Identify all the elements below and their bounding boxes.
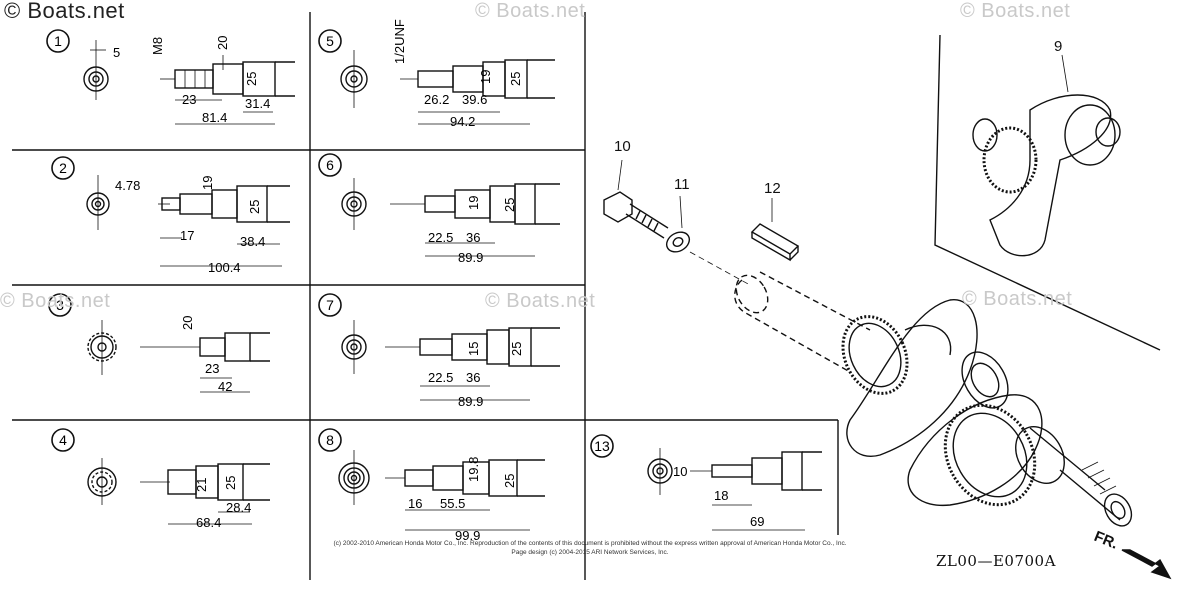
panel-number-13: 13 bbox=[594, 438, 610, 454]
panel-2-drawing bbox=[86, 175, 290, 267]
callout-10: 10 bbox=[614, 138, 631, 155]
dimension-label: 19 bbox=[466, 196, 481, 210]
dimension-label: 22.5 bbox=[428, 370, 453, 385]
dimension-label: 99.9 bbox=[455, 528, 480, 543]
dimension-label: 25 bbox=[244, 72, 259, 86]
dimension-label: 18 bbox=[714, 488, 728, 503]
panel-7-drawing bbox=[341, 320, 560, 401]
dimension-label: 68.4 bbox=[196, 515, 221, 530]
dimension-label: 81.4 bbox=[202, 110, 227, 125]
dimension-label: 28.4 bbox=[226, 500, 251, 515]
panel-8-drawing bbox=[338, 450, 545, 531]
watermark-faint: © Boats.net bbox=[0, 290, 111, 312]
panel-number-2: 2 bbox=[59, 160, 67, 176]
dimension-label: 69 bbox=[750, 514, 764, 529]
panel-13-drawing bbox=[647, 448, 822, 531]
dimension-label: 22.5 bbox=[428, 230, 453, 245]
crankshaft-part bbox=[734, 271, 1133, 527]
panel-number-3: 3 bbox=[56, 297, 64, 313]
panel-number-8: 8 bbox=[326, 432, 334, 448]
dimension-label: 25 bbox=[508, 72, 523, 86]
dimension-label: 19 bbox=[478, 70, 493, 84]
panel-number-5: 5 bbox=[326, 33, 334, 49]
dimension-label: 38.4 bbox=[240, 234, 265, 249]
panel-5-drawing bbox=[340, 50, 555, 125]
copyright-line-2: Page design (c) 2004-2015 ARI Network Se… bbox=[511, 549, 669, 556]
dimension-label: 21 bbox=[194, 478, 209, 492]
dimension-label: 25 bbox=[502, 198, 517, 212]
dimension-label: 5 bbox=[113, 45, 120, 60]
callout-9: 9 bbox=[1054, 38, 1063, 55]
dimension-label: 31.4 bbox=[245, 96, 270, 111]
panel-number-7: 7 bbox=[326, 297, 334, 313]
panel-number-6: 6 bbox=[326, 157, 334, 173]
panel-3-drawing bbox=[87, 320, 270, 393]
dimension-label: 25 bbox=[247, 200, 262, 214]
dimension-label: 26.2 bbox=[424, 92, 449, 107]
dimension-label: 89.9 bbox=[458, 250, 483, 265]
dimension-label: 94.2 bbox=[450, 114, 475, 129]
dimension-label: 1/2UNF bbox=[392, 19, 407, 64]
dimension-label: 55.5 bbox=[440, 496, 465, 511]
watermark-faint: © Boats.net bbox=[962, 288, 1073, 310]
dimension-label: 20 bbox=[215, 36, 230, 50]
dimension-label: 36 bbox=[466, 230, 480, 245]
dimension-label: 25 bbox=[502, 474, 517, 488]
dimension-label: 20 bbox=[180, 316, 195, 330]
dimension-label: 23 bbox=[205, 361, 219, 376]
dimension-label: 89.9 bbox=[458, 394, 483, 409]
washer-part-11 bbox=[665, 195, 751, 286]
watermark-faint: © Boats.net bbox=[485, 290, 596, 312]
panel-6-drawing bbox=[341, 178, 560, 257]
copyright-line-1: (c) 2002-2010 American Honda Motor Co., … bbox=[333, 540, 847, 547]
dimension-label: 10 bbox=[673, 464, 687, 479]
watermark-top-left: © Boats.net bbox=[4, 0, 125, 23]
panel-number-4: 4 bbox=[59, 432, 67, 448]
watermark-faint: © Boats.net bbox=[960, 0, 1071, 22]
panel-number-1: 1 bbox=[54, 33, 62, 49]
dimension-label: 19 bbox=[200, 176, 215, 190]
dimension-label: 16 bbox=[408, 496, 422, 511]
watermark-faint: © Boats.net bbox=[475, 0, 586, 22]
callout-11: 11 bbox=[674, 176, 690, 193]
crankshaft-detail-part-9 bbox=[972, 54, 1121, 257]
dimension-label: 4.78 bbox=[115, 178, 140, 193]
dimension-label: 42 bbox=[218, 379, 232, 394]
copyright-notice: (c) 2002-2010 American Honda Motor Co., … bbox=[175, 539, 1005, 557]
dimension-label: 19.8 bbox=[466, 457, 481, 482]
dimension-label: 25 bbox=[509, 342, 524, 356]
key-part-12 bbox=[750, 198, 800, 262]
dimension-label: 25 bbox=[223, 476, 238, 490]
bolt-part-10 bbox=[603, 159, 669, 239]
dimension-label: M8 bbox=[150, 37, 165, 55]
dimension-label: 17 bbox=[180, 228, 194, 243]
diagram-code: ZL00—E0700A bbox=[936, 552, 1056, 570]
dimension-label: 100.4 bbox=[208, 260, 241, 275]
front-direction-arrow bbox=[1121, 549, 1172, 580]
dimension-label: 39.6 bbox=[462, 92, 487, 107]
callout-12: 12 bbox=[764, 180, 781, 197]
dimension-label: 15 bbox=[466, 342, 481, 356]
dimension-label: 36 bbox=[466, 370, 480, 385]
panel-4-drawing bbox=[87, 458, 270, 525]
panel-1-drawing bbox=[83, 40, 295, 125]
dimension-label: 23 bbox=[182, 92, 196, 107]
